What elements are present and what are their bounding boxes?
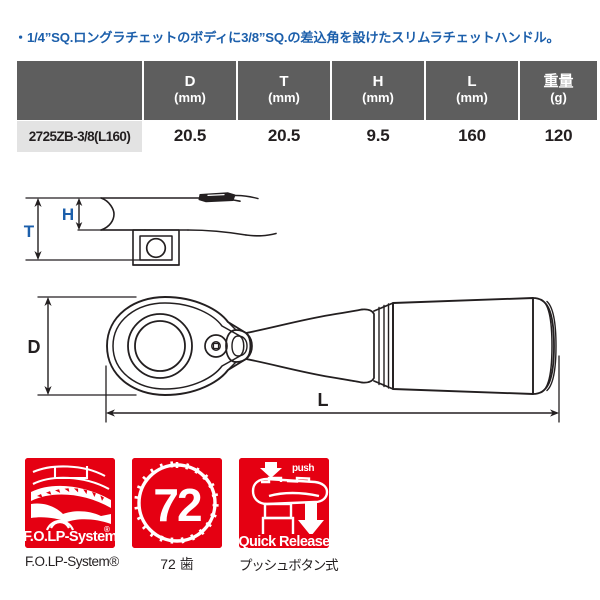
header-h: H (mm)	[332, 61, 424, 120]
table-row: 2725ZB-3/8(L160) 20.5 20.5 9.5 160 120	[17, 121, 597, 152]
header-l: L (mm)	[426, 61, 518, 120]
folp-system-tile: F.O.LP-System ®	[25, 458, 115, 548]
cell-model: 2725ZB-3/8(L160)	[17, 121, 142, 152]
top-view-drawing	[25, 192, 277, 266]
dimension-label-d: D	[28, 337, 41, 357]
feature-icon-72-teeth: 72 72 歯	[132, 458, 226, 574]
header-l-unit: (mm)	[456, 90, 488, 106]
dimension-label-l: L	[318, 390, 329, 410]
header-h-unit: (mm)	[362, 90, 394, 106]
header-t-unit: (mm)	[268, 90, 300, 106]
dimension-label-t: T	[24, 222, 35, 241]
gear-72-tile-number: 72	[153, 479, 201, 531]
cell-l: 160	[426, 121, 518, 152]
feature-icon-folp-system: F.O.LP-System ® F.O.LP-System®	[25, 458, 119, 569]
product-description: ・1/4”SQ.ロングラチェットのボディに3/8”SQ.の差込角を設けたスリムラ…	[14, 27, 592, 46]
dimension-label-h: H	[62, 205, 74, 224]
header-weight-unit: (g)	[550, 90, 567, 106]
folp-tile-label: F.O.LP-System	[25, 529, 115, 545]
table-header-row: D (mm) T (mm) H (mm) L (mm) 重量 (g)	[17, 61, 597, 120]
technical-drawings: T H D L	[24, 192, 560, 423]
quick-release-tile-label: Quick Release	[239, 534, 329, 548]
bullet-marker: ・	[14, 30, 27, 45]
header-d: D (mm)	[144, 61, 236, 120]
cell-d: 20.5	[144, 121, 236, 152]
header-t: T (mm)	[238, 61, 330, 120]
header-weight: 重量 (g)	[520, 61, 597, 120]
specification-table: D (mm) T (mm) H (mm) L (mm) 重量 (g)	[15, 60, 599, 153]
folp-gear-illustration: F.O.LP-System ®	[25, 458, 115, 548]
quick-release-push-label: push	[292, 463, 314, 474]
folp-tile-registered-mark: ®	[104, 525, 110, 534]
quick-release-tile: push Quick Re	[239, 458, 329, 548]
cell-h: 9.5	[332, 121, 424, 152]
cell-t: 20.5	[238, 121, 330, 152]
72-teeth-caption: 72 歯	[160, 556, 194, 572]
cell-weight: 120	[520, 121, 597, 152]
side-view-drawing	[37, 296, 560, 423]
folp-system-caption: F.O.LP-System®	[25, 554, 119, 569]
header-d-unit: (mm)	[174, 90, 206, 106]
gear-72-illustration: 72	[132, 458, 222, 548]
quick-release-illustration: push Quick Re	[239, 458, 329, 548]
header-model	[17, 61, 142, 120]
feature-icon-quick-release: push Quick Re	[239, 458, 339, 574]
72-teeth-tile: 72	[132, 458, 222, 548]
feature-icon-row: F.O.LP-System ® F.O.LP-System®	[0, 458, 600, 598]
quick-release-caption: プッシュボタン式	[239, 558, 339, 573]
description-text: 1/4”SQ.ロングラチェットのボディに3/8”SQ.の差込角を設けたスリムラチ…	[27, 30, 560, 45]
